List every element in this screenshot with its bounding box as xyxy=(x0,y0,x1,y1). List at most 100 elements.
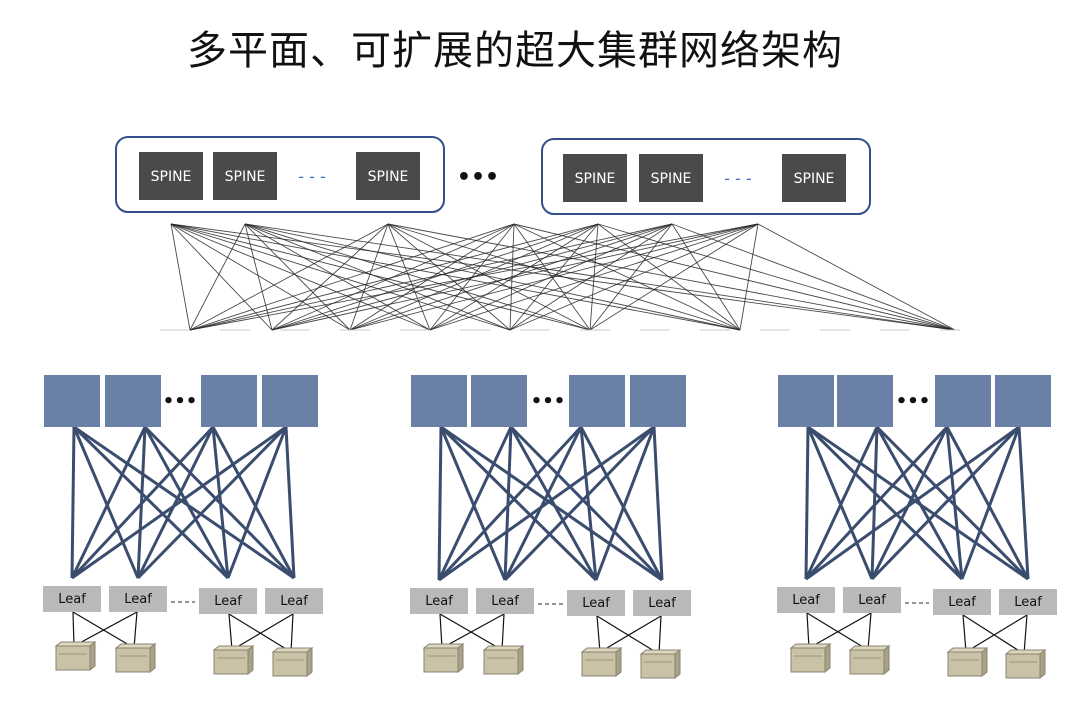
uplink-line xyxy=(189,223,759,331)
leaf-switch: Leaf xyxy=(265,588,323,614)
uplink-line xyxy=(739,223,759,331)
uplink-line xyxy=(244,223,591,331)
uplink-line xyxy=(170,223,273,331)
uplink-line xyxy=(429,223,759,331)
pod-link-line xyxy=(1017,426,1030,580)
spine-switch: SPINE xyxy=(563,154,627,202)
block-ellipsis: ••• xyxy=(896,391,931,412)
uplink-line xyxy=(387,223,956,331)
leaf-switch: Leaf xyxy=(476,588,534,614)
server-icon xyxy=(639,648,682,680)
server-front xyxy=(272,651,308,677)
leaf-switch: Leaf xyxy=(199,588,257,614)
leaf-box xyxy=(410,588,468,614)
server-side xyxy=(149,642,156,674)
spine-switch-box xyxy=(213,152,277,200)
server-icon xyxy=(54,640,97,672)
server-side xyxy=(615,646,622,678)
pod-link-line xyxy=(143,426,230,579)
aggregation-switch-block xyxy=(995,375,1051,427)
leaf-server-link xyxy=(808,612,872,649)
leaf-server-link xyxy=(962,614,1025,655)
leaf-label: Leaf xyxy=(214,594,242,609)
uplink-line xyxy=(170,223,191,331)
server-top xyxy=(639,649,682,655)
server-side xyxy=(1039,648,1046,680)
uplink-line xyxy=(589,223,759,331)
spine-switch: SPINE xyxy=(213,152,277,200)
aggregation-switch-block xyxy=(935,375,991,427)
uplink-line xyxy=(597,223,956,331)
pod-link-line xyxy=(875,426,964,580)
leaf-server-link xyxy=(72,611,75,647)
pod-link-line xyxy=(440,425,663,582)
pod-link-line xyxy=(437,426,443,581)
pod-link-line xyxy=(805,425,1020,581)
leaf-server-link xyxy=(73,611,138,647)
pod-link-line xyxy=(70,425,215,580)
uplink-line xyxy=(189,223,515,331)
leaf-switch: Leaf xyxy=(410,588,468,614)
pod-link-line xyxy=(70,426,147,579)
server-top xyxy=(114,643,157,649)
block-ellipsis: ••• xyxy=(531,391,566,412)
uplink-line xyxy=(170,223,431,331)
leaf-label: Leaf xyxy=(792,593,820,608)
server-icon xyxy=(848,644,891,676)
server-top xyxy=(212,645,255,651)
leaf-server-link xyxy=(965,614,1028,653)
spine-label: SPINE xyxy=(368,169,409,185)
spine-groups-ellipsis: ••• xyxy=(457,165,499,190)
uplink-line xyxy=(271,223,759,331)
leaf-label: Leaf xyxy=(425,594,453,609)
uplink-line xyxy=(170,223,591,331)
pod-link-line xyxy=(870,425,1021,581)
leaf-box xyxy=(199,588,257,614)
pod-link-line xyxy=(945,426,1030,580)
uplink-line xyxy=(244,223,511,331)
leaf-server-link xyxy=(228,613,233,651)
leaf-switch: Leaf xyxy=(633,590,691,616)
server-top xyxy=(422,643,465,649)
pod-link-line xyxy=(226,426,288,579)
pod-link-line xyxy=(437,426,513,581)
spine-label: SPINE xyxy=(225,169,266,185)
uplink-line xyxy=(244,223,741,331)
spine-label: SPINE xyxy=(575,171,616,187)
uplink-line xyxy=(349,223,389,331)
leaf-server-link xyxy=(133,611,138,649)
pod-link-line xyxy=(960,426,1021,580)
spine-label: SPINE xyxy=(794,171,835,187)
uplink-line xyxy=(170,223,351,331)
uplink-line xyxy=(671,223,956,331)
uplink-line xyxy=(387,223,591,331)
spine-switch-box xyxy=(356,152,420,200)
server-top xyxy=(580,647,623,653)
pod-link-line xyxy=(652,426,664,581)
uplink-line xyxy=(349,223,673,331)
pod-link-line xyxy=(438,425,655,582)
pod-link-line xyxy=(579,426,664,581)
pod-link-line xyxy=(211,426,296,579)
leaf-label: Leaf xyxy=(58,592,86,607)
aggregation-switch-block xyxy=(262,375,318,427)
server-side xyxy=(306,646,313,678)
server-icon xyxy=(212,644,255,676)
uplink-line xyxy=(387,223,741,331)
leaf-server-link xyxy=(658,615,662,655)
server-front xyxy=(213,649,249,675)
pod-link-line xyxy=(70,426,76,579)
leaf-box xyxy=(476,588,534,614)
pod-link-line xyxy=(439,426,507,581)
leaf-server-link xyxy=(231,613,294,651)
uplink-line xyxy=(271,223,389,331)
aggregation-switch-block xyxy=(837,375,893,427)
uplink-line xyxy=(757,223,956,331)
server-side xyxy=(824,642,831,674)
uplink-line xyxy=(189,223,599,331)
uplink-line xyxy=(513,223,741,331)
uplink-line xyxy=(189,223,389,331)
spine-switch-box xyxy=(563,154,627,202)
